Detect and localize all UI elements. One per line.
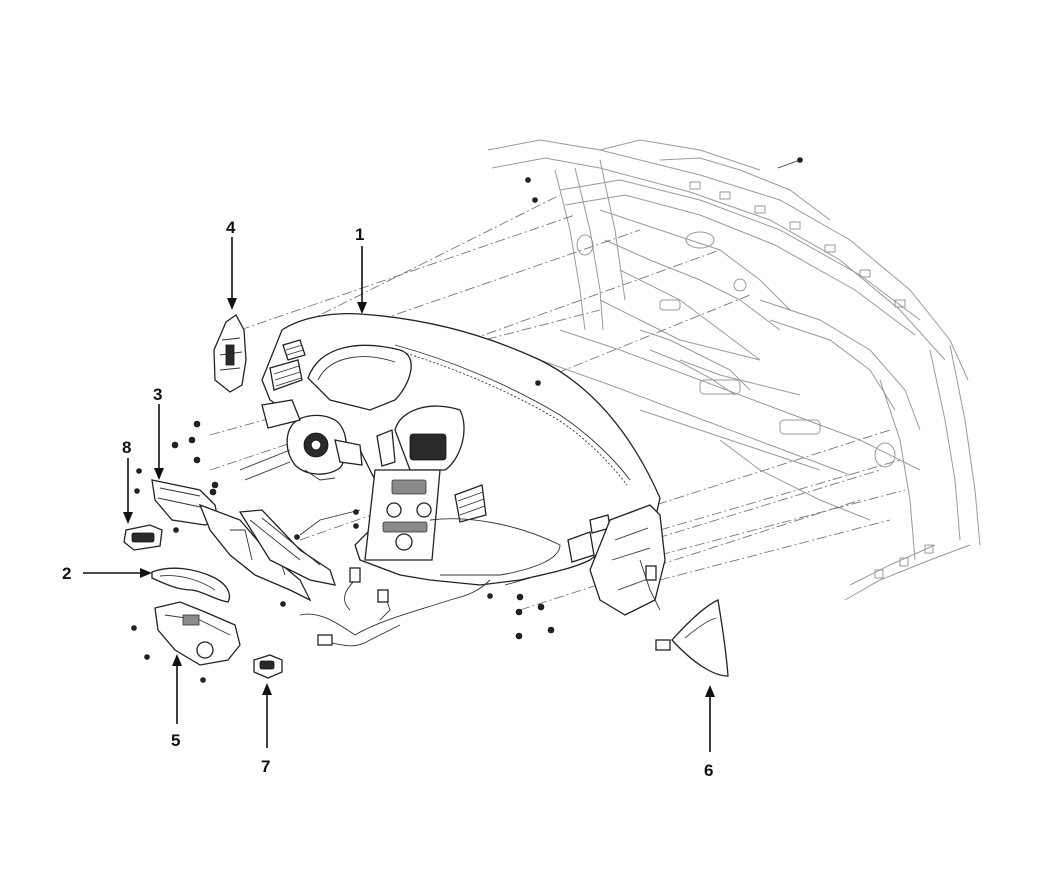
part-7-sensor <box>253 654 283 679</box>
dashboard-crash-pad <box>261 312 666 616</box>
callout-4: 4 <box>226 218 237 310</box>
callout-3: 3 <box>153 385 164 480</box>
callout-8: 8 <box>122 438 133 524</box>
callout-6: 6 <box>704 685 715 780</box>
part-8-switch <box>123 524 163 551</box>
wiring-harness <box>239 449 671 651</box>
callout-2: 2 <box>62 564 152 583</box>
callout-label-6: 6 <box>704 761 713 780</box>
part-6-side-cover <box>671 599 729 677</box>
callout-label-2: 2 <box>62 564 71 583</box>
callout-label-7: 7 <box>261 757 270 776</box>
part-5-lower-shroud <box>154 601 241 666</box>
part-2-upper-shroud <box>151 567 231 603</box>
callout-label-3: 3 <box>153 385 162 404</box>
callout-1: 1 <box>355 225 367 314</box>
callout-7: 7 <box>261 683 272 776</box>
callout-label-5: 5 <box>171 731 180 750</box>
callout-5: 5 <box>171 654 182 750</box>
callout-label-1: 1 <box>355 225 364 244</box>
callout-label-4: 4 <box>226 218 236 237</box>
callout-label-8: 8 <box>122 438 131 457</box>
fasteners <box>131 177 555 683</box>
part-3-lower-panel <box>151 479 336 602</box>
vehicle-body-shell <box>487 139 981 601</box>
part-4-side-cover <box>213 314 247 393</box>
